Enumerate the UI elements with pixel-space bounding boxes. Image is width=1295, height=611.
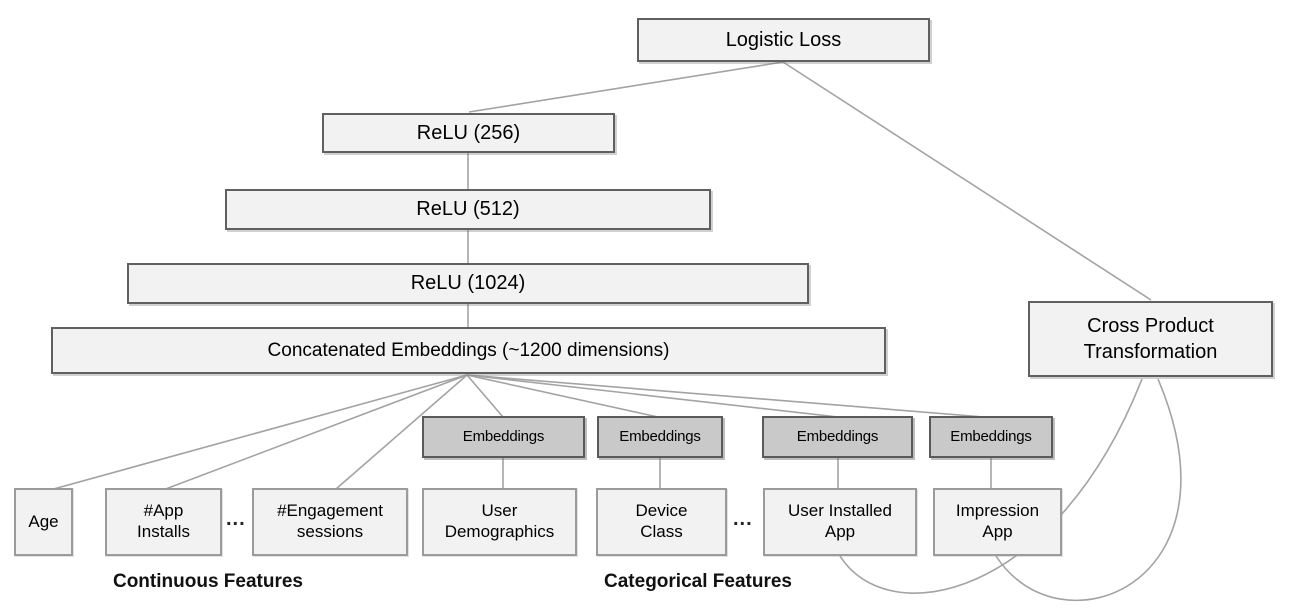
node-embeddings-user-demographics: Embeddings — [422, 416, 585, 458]
edge-logistic-to-cross-product — [782, 61, 1152, 301]
node-age: Age — [14, 488, 73, 556]
edge-concat-to-embeddings-2 — [466, 374, 659, 418]
edge-user-installed-app-to-cross-product-curve — [839, 378, 1143, 594]
node-impression-app: Impression App — [933, 488, 1062, 556]
node-user-installed-app: User Installed App — [763, 488, 917, 556]
node-concatenated-embeddings: Concatenated Embeddings (~1200 dimension… — [51, 327, 886, 374]
edge-concat-to-embeddings-1 — [466, 374, 504, 418]
node-cross-product-transformation: Cross Product Transformation — [1028, 301, 1273, 377]
edge-concat-to-engagement-sessions — [335, 374, 468, 490]
node-embeddings-impression-app: Embeddings — [929, 416, 1053, 458]
ellipsis-continuous-features: ... — [226, 508, 246, 530]
label-continuous-features: Continuous Features — [112, 571, 303, 592]
edge-impression-app-to-cross-product-curve — [995, 378, 1182, 602]
node-relu-256: ReLU (256) — [322, 113, 615, 153]
node-embeddings-device-class: Embeddings — [597, 416, 723, 458]
node-relu-512: ReLU (512) — [225, 189, 711, 230]
node-relu-1024: ReLU (1024) — [127, 263, 809, 304]
node-device-class: Device Class — [596, 488, 727, 556]
edge-concat-to-embeddings-4 — [466, 374, 985, 418]
edge-concat-to-app-installs — [162, 374, 468, 491]
node-app-installs: #App Installs — [105, 488, 222, 556]
edge-concat-to-embeddings-3 — [466, 374, 839, 418]
node-embeddings-user-installed-app: Embeddings — [762, 416, 913, 458]
node-engagement-sessions: #Engagement sessions — [252, 488, 408, 556]
edge-logistic-to-relu256 — [468, 61, 784, 113]
node-user-demographics: User Demographics — [422, 488, 577, 556]
ellipsis-categorical-features: ... — [733, 508, 753, 530]
node-logistic-loss: Logistic Loss — [637, 18, 930, 62]
label-categorical-features: Categorical Features — [604, 571, 792, 592]
edge-concat-to-age — [49, 374, 468, 491]
